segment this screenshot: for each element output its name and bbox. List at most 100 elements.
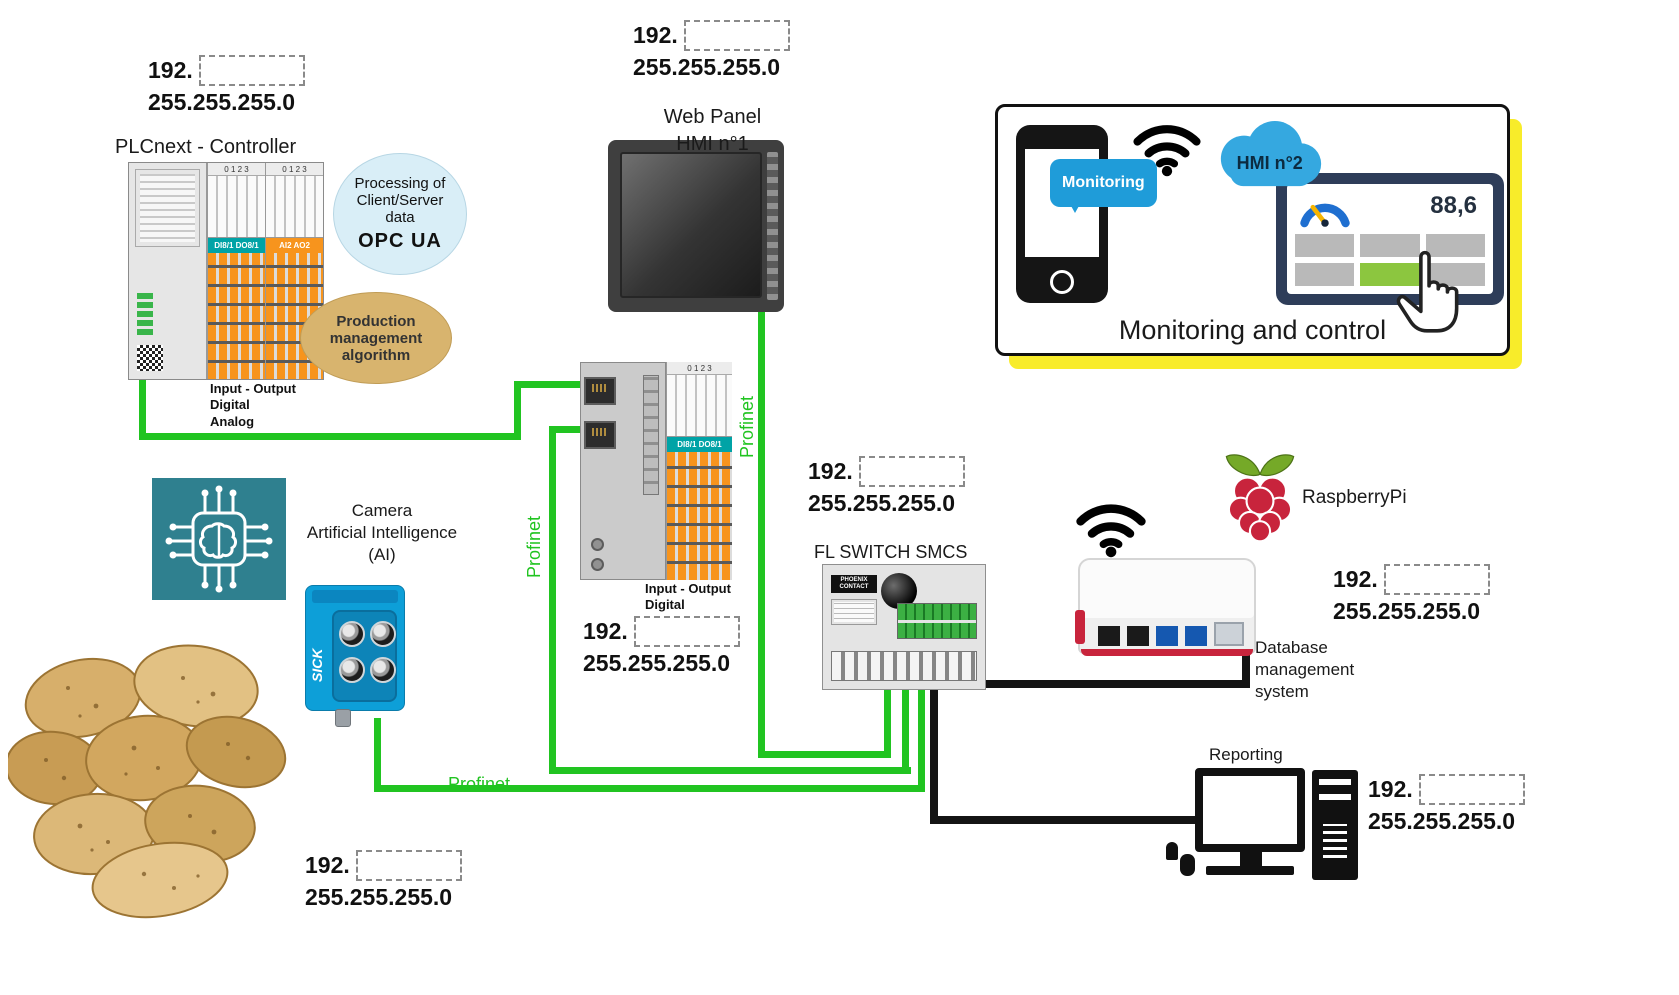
io-module-device: 0 1 2 3 DI8/1 DO8/1: [580, 362, 732, 580]
camera-lens: [370, 657, 396, 683]
tablet-tile: [1425, 234, 1485, 257]
camera-caption: Camera Artificial Intelligence (AI): [272, 500, 492, 566]
ip-blank-box: [355, 850, 462, 881]
ip-mask: 255.255.255.0: [1368, 808, 1516, 834]
prod-line1: Production: [336, 312, 416, 330]
tablet-value: 88,6: [1430, 192, 1477, 219]
ip-blank-box: [633, 616, 740, 647]
switch-terminal-blocks: [897, 603, 977, 639]
profinet-cable-io-v: [549, 426, 556, 774]
monitoring-bubble-label: Monitoring: [1062, 174, 1145, 191]
ip-prefix: 192.: [305, 852, 350, 878]
tablet-screen: 88,6: [1287, 184, 1493, 294]
prod-line2: management: [329, 329, 423, 347]
usb3-port: [1185, 626, 1207, 646]
hmi2-cloud: HMI n°2: [1208, 115, 1328, 199]
webpanel-title-line2: HMI n°1: [676, 133, 749, 155]
ip-row: 192.: [1368, 774, 1525, 805]
tablet-tile: [1295, 234, 1355, 257]
webpanel-title: Web Panel HMI n°1: [630, 104, 795, 158]
profinet-cable-webpanel-to-switch: [884, 660, 891, 758]
profinet-label-webpanel: Profinet: [737, 395, 757, 458]
profinet-cable-io-stub: [549, 426, 587, 433]
ip-prefix: 192.: [633, 22, 678, 48]
database-caption-line1: Database: [1255, 638, 1328, 657]
webpanel-device: [608, 140, 784, 312]
profinet-cable-plc-to-io: [514, 381, 584, 388]
opc-line3: data: [385, 209, 415, 226]
ethernet-port: [1214, 622, 1244, 646]
switch-title: FL SWITCH SMCS: [814, 542, 968, 562]
plc-label-area: [135, 169, 200, 247]
tablet-tile: [1425, 263, 1485, 286]
webpanel-title-line1: Web Panel: [663, 106, 762, 128]
profinet-cable-camera-v: [374, 718, 381, 792]
camera-caption-line3: (AI): [368, 545, 396, 565]
module-tag: DI8/1 DO8/1: [208, 238, 265, 253]
usb-port: [1098, 626, 1120, 646]
prod-line3: algorithm: [341, 346, 411, 364]
pc-monitor-base: [1206, 866, 1294, 875]
module-pin-numbers: 0 1 2 3: [266, 163, 323, 176]
ip-prefix: 192.: [1368, 776, 1413, 802]
tablet-tile: [1295, 263, 1355, 286]
ip-block-plc: 192. 255.255.255.0: [148, 55, 305, 116]
monitoring-panel: Monitoring HMI n°2: [995, 104, 1510, 356]
raspberry-pi-case: [1075, 558, 1256, 656]
camera-top-strip: [312, 590, 398, 603]
switch-label-area: [831, 599, 877, 625]
profinet-label-camera: Profinet: [448, 774, 511, 794]
production-bubble: Production management algorithm: [300, 292, 452, 384]
tablet-device: 88,6: [1276, 173, 1504, 305]
profinet-label-io: Profinet: [524, 515, 544, 578]
pc-microphone: [1166, 842, 1178, 860]
reporting-title: Reporting: [1209, 745, 1283, 764]
ip-row: 192.: [1333, 564, 1490, 595]
opc-line1: Processing of: [354, 175, 446, 192]
tower-drive-slot: [1319, 794, 1351, 800]
ip-prefix: 192.: [808, 458, 853, 484]
webpanel-screen: [620, 152, 762, 298]
ip-block-switch: 192. 255.255.255.0: [808, 456, 965, 517]
ethernet-cable-switch-to-pc-v: [930, 660, 938, 824]
plc-io-caption-line2: Digital: [210, 397, 250, 413]
io-caption-line2: Digital: [645, 597, 685, 613]
ip-blank-box: [1383, 564, 1490, 595]
pc-mouse: [1180, 854, 1195, 876]
ip-mask: 255.255.255.0: [148, 89, 296, 115]
plc-io-caption-line3: Analog: [210, 413, 255, 429]
tower-drive-slot: [1319, 779, 1351, 785]
io-module-slots: [643, 375, 659, 495]
io-connector-round: [591, 538, 604, 551]
ip-mask: 255.255.255.0: [633, 54, 781, 80]
usb-port: [1127, 626, 1149, 646]
database-caption-line2: management: [1255, 660, 1355, 680]
monitoring-caption: Monitoring and control: [1118, 315, 1387, 345]
profinet-cable-webpanel-h: [758, 751, 891, 758]
gauge-tile: [1297, 191, 1353, 229]
potatoes-image: [8, 644, 287, 919]
raspi-red-ports: [1075, 610, 1085, 644]
webpanel-mount-edge: [767, 152, 778, 300]
ip-blank-box: [683, 20, 790, 51]
ip-mask: 255.255.255.0: [305, 884, 453, 910]
camera-brand: SICK: [309, 648, 325, 682]
phoenix-contact-logo: PHOENIX CONTACT: [831, 575, 877, 594]
camera-body: SICK: [305, 585, 405, 711]
ip-blank-box: [858, 456, 965, 487]
ip-block-camera: 192. 255.255.255.0: [305, 850, 462, 911]
hand-cursor-icon: [1396, 250, 1459, 333]
ip-blank-box: [198, 55, 305, 86]
database-caption: Database management system: [1255, 637, 1354, 703]
pc-monitor: [1195, 768, 1305, 852]
module-connector-strip: [667, 375, 732, 437]
ip-block-raspi: 192. 255.255.255.0: [1333, 564, 1490, 625]
switch-port-row: [831, 651, 977, 681]
tablet-tile-active: [1360, 263, 1420, 286]
monitoring-chat-bubble: Monitoring: [1050, 159, 1157, 213]
profinet-cable-camera-to-switch: [918, 660, 925, 792]
camera-lens: [370, 621, 396, 647]
module-tag: DI8/1 DO8/1: [667, 437, 732, 452]
camera-lens: [339, 621, 365, 647]
